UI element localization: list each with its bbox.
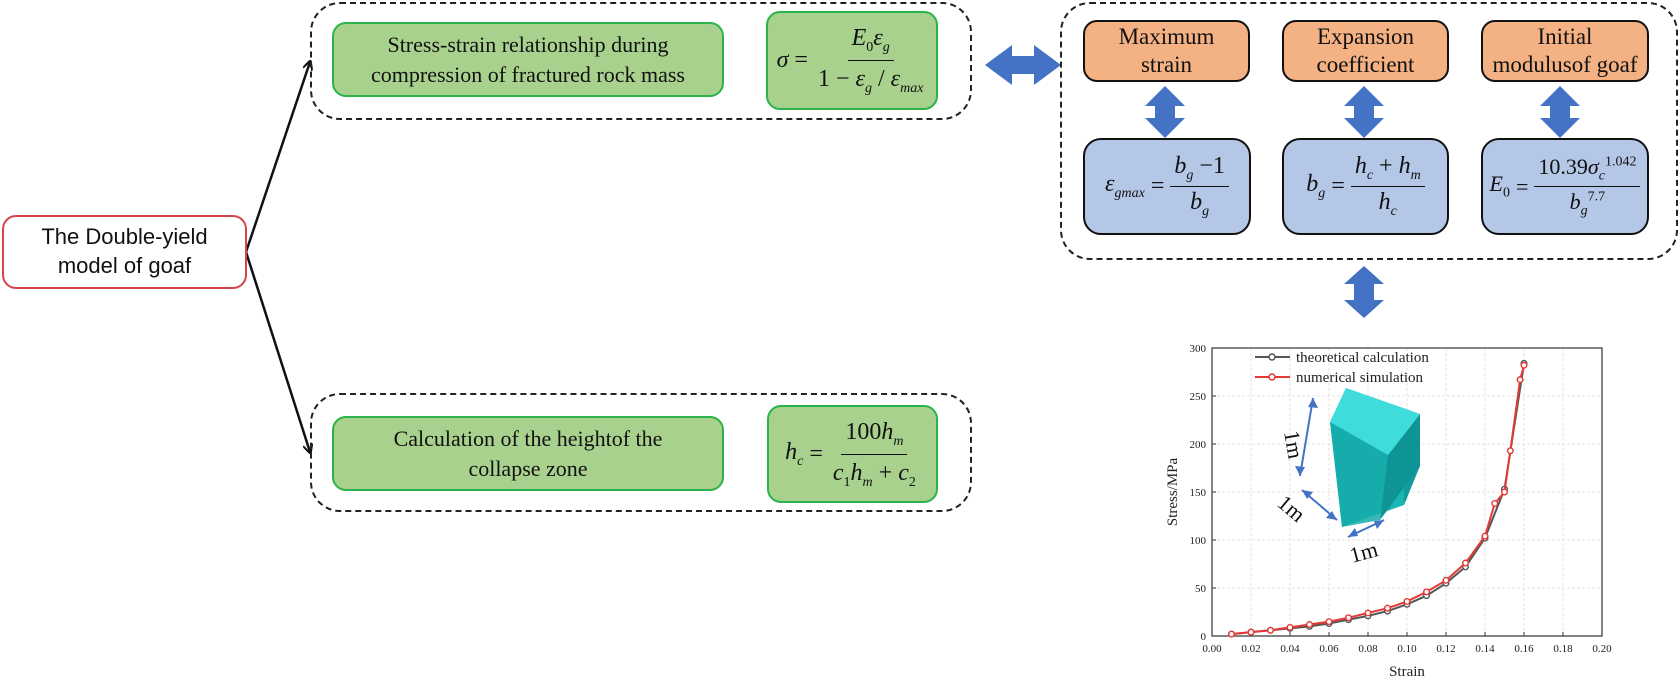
y-tick-label: 200 (1190, 439, 1207, 451)
legend-label-sim: numerical simulation (1296, 370, 1424, 386)
param-title-initial-modulus: Initial modulusof goaf (1481, 20, 1649, 82)
x-tick-label: 0.04 (1280, 643, 1300, 655)
x-tick-label: 0.14 (1475, 643, 1495, 655)
series-numerical-simulation-point (1403, 597, 1411, 605)
series-numerical-simulation-point (1442, 576, 1450, 584)
y-tick-label: 300 (1190, 343, 1207, 355)
dim-arrow-vertical (1299, 397, 1314, 477)
dim-label-vertical: 1m (1279, 429, 1309, 461)
double-arrow-param-3 (1540, 86, 1580, 138)
x-tick-label: 0.12 (1436, 643, 1455, 655)
double-arrow-horizontal (985, 45, 1061, 85)
top-group-container (310, 2, 972, 120)
top-group-label-box: Stress-strain relationship during compre… (332, 22, 724, 97)
bottom-group-formula-box: hc= 100hm c1hm + c2 (767, 405, 938, 503)
y-tick-label: 100 (1190, 535, 1207, 547)
series-numerical-simulation-point (1227, 630, 1235, 638)
series-numerical-simulation-point (1491, 500, 1499, 508)
series-numerical-simulation-point (1325, 618, 1333, 626)
root-node: The Double-yield model of goaf (2, 215, 247, 289)
param-formula-expansion-coefficient: bg= hc + hm hc (1282, 138, 1449, 235)
top-group-label: Stress-strain relationship during compre… (370, 31, 685, 87)
series-numerical-simulation-point (1516, 376, 1524, 384)
series-numerical-simulation-point (1305, 620, 1313, 628)
top-group-formula-box: σ= E0εg 1 − εg / εmax (766, 11, 938, 110)
series-numerical-simulation-point (1506, 447, 1514, 455)
double-arrow-param-2 (1344, 86, 1384, 138)
param-formula-max-strain: εgmax= bg −1 bg (1083, 138, 1251, 235)
series-numerical-simulation-point (1461, 559, 1469, 567)
series-numerical-simulation-point (1500, 488, 1508, 496)
legend-marker-sim (1268, 373, 1276, 381)
arrow-to-bottom-group (244, 251, 310, 452)
x-tick-label: 0.08 (1358, 643, 1378, 655)
chart-ticks: 0.00 0.02 0.04 0.06 0.08 0.10 0.12 0.14 0.16 0.18… (1190, 343, 1613, 655)
chart-series (1227, 359, 1528, 638)
x-tick-label: 0.02 (1241, 643, 1260, 655)
chart-y-axis-label: Stress/MPa (1165, 457, 1181, 526)
x-tick-label: 0.18 (1553, 643, 1573, 655)
series-numerical-simulation-point (1266, 626, 1274, 634)
top-group-formula: σ= E0εg 1 − εg / εmax (777, 22, 928, 98)
arrow-to-top-group (244, 62, 310, 253)
bottom-group-container (310, 393, 972, 512)
bottom-group-label-box: Calculation of the heightof the collapse… (332, 416, 724, 491)
x-tick-label: 0.16 (1514, 643, 1534, 655)
cube-inset: 1m 1m 1m (1273, 388, 1420, 568)
double-arrow-param-1 (1145, 86, 1185, 138)
param-title-expansion-coefficient: Expansion coefficient (1282, 20, 1449, 82)
x-tick-label: 0.06 (1319, 643, 1339, 655)
legend-label-theory: theoretical calculation (1296, 350, 1429, 366)
double-arrow-to-chart (1344, 266, 1384, 318)
dim-label-diagonal: 1m (1273, 490, 1311, 527)
dim-label-horizontal: 1m (1347, 536, 1381, 567)
bottom-group-label: Calculation of the heightof the collapse… (393, 425, 663, 481)
series-numerical-simulation-point (1520, 361, 1528, 369)
legend-marker-theory (1268, 353, 1276, 361)
chart-legend: theoretical calculation numerical simula… (1255, 350, 1429, 386)
series-numerical-simulation-point (1286, 623, 1294, 631)
param-title-max-strain: Maximum strain (1083, 20, 1250, 82)
param-formula-initial-modulus: E0= 10.39σc1.042 bg7.7 (1481, 138, 1649, 235)
x-tick-label: 0.10 (1397, 643, 1417, 655)
y-tick-label: 150 (1190, 487, 1207, 499)
chart-x-axis-label: Strain (1389, 664, 1425, 678)
y-tick-label: 0 (1201, 631, 1207, 643)
bottom-group-formula: hc= 100hm c1hm + c2 (785, 416, 920, 492)
series-numerical-simulation-point (1481, 532, 1489, 540)
series-numerical-simulation-point (1344, 614, 1352, 622)
series-numerical-simulation-point (1422, 588, 1430, 596)
series-numerical-simulation-point (1247, 628, 1255, 636)
series-numerical-simulation-point (1364, 609, 1372, 617)
parameter-group-container (1060, 2, 1678, 260)
y-tick-label: 250 (1190, 391, 1207, 403)
y-tick-label: 50 (1195, 583, 1207, 595)
series-numerical-simulation-point (1383, 604, 1391, 612)
x-tick-label: 0.20 (1592, 643, 1612, 655)
x-tick-label: 0.00 (1202, 643, 1222, 655)
root-label: The Double-yield model of goaf (41, 224, 208, 278)
